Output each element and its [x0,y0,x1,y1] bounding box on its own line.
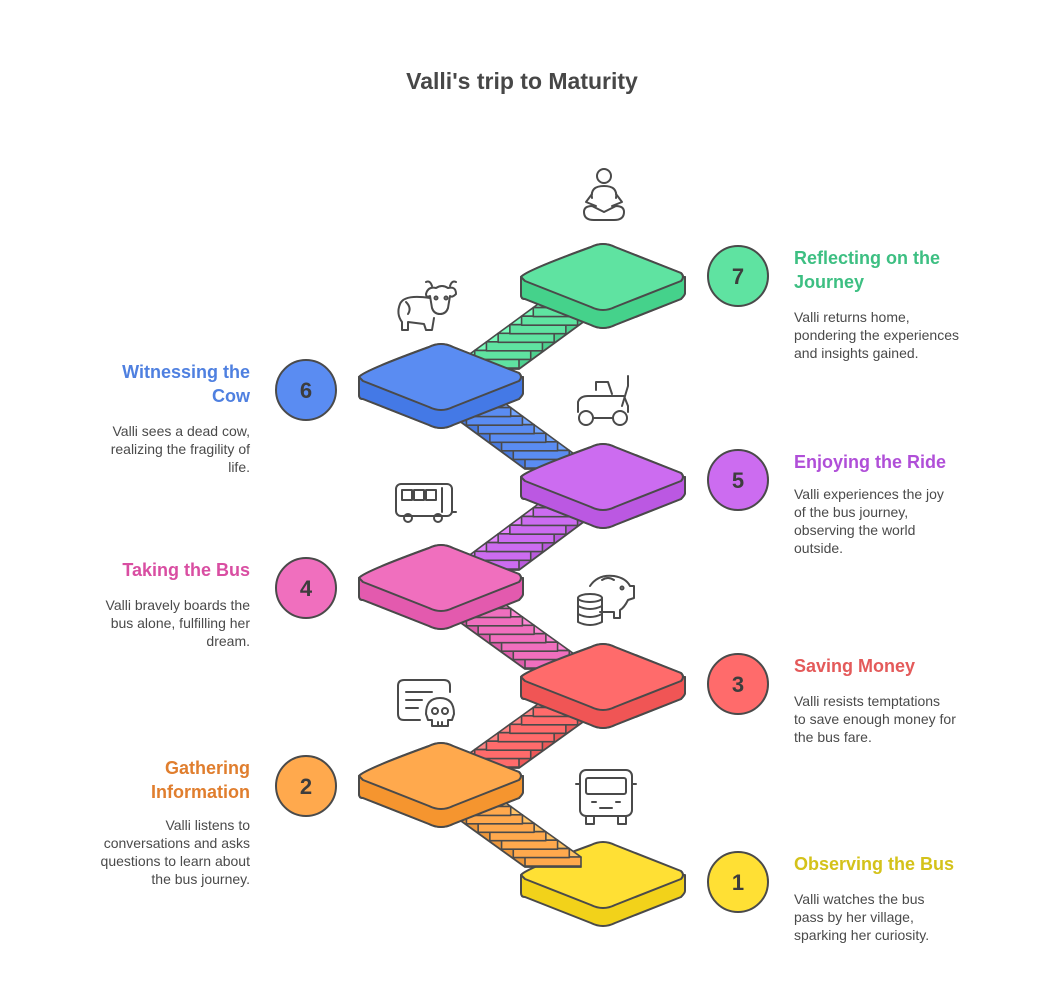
title-line: Journey [794,272,865,292]
step-circle [707,245,769,307]
step-circle [275,359,337,421]
step-6-description: Valli sees a dead cow, realizing the fra… [111,422,250,476]
desc-line: of the bus journey, [794,504,909,520]
notes-skull-icon [397,679,455,727]
desc-line: observing the world [794,522,916,538]
platform-step-6 [358,343,524,429]
step-number-text: 1 [732,870,744,895]
step-3-description: Valli resists temptations to save enough… [794,692,956,746]
desc-line: conversations and asks [103,835,250,851]
step-number-5: 5 [707,449,769,511]
step-4-title: Taking the Bus [122,560,250,580]
platform-step-4 [358,544,524,630]
step-1-title: Observing the Bus [794,854,955,874]
step-number-text: 2 [300,774,312,799]
desc-line: pondering the experiences [794,327,960,343]
title-line: Information [151,782,250,802]
platform-step-5 [520,443,686,529]
step-circle [707,851,769,913]
desc-line: Valli returns home, [794,309,910,325]
platform-step-3 [520,643,686,729]
platform-step-2 [358,742,524,828]
step-7-title: Reflecting on the Journey [794,246,940,294]
desc-line: and insights gained. [794,345,919,361]
step-4-description: Valli bravely boards the bus alone, fulf… [106,596,250,650]
step-2-title: Gathering Information [151,756,250,804]
step-5-title: Enjoying the Ride [794,452,947,472]
title-line: Cow [212,386,250,406]
step-number-2: 2 [275,755,337,817]
desc-line: the bus fare. [794,729,872,745]
meditation-icon [583,168,625,221]
desc-line: life. [228,459,250,475]
desc-line: pass by her village, [794,909,914,925]
desc-line: outside. [794,540,844,556]
desc-line: sparking her curiosity. [794,927,930,943]
desc-line: Valli experiences the joy [794,486,944,502]
step-number-text: 7 [732,264,744,289]
staircase-2-to-3 [462,698,602,769]
stairs-layer [358,243,686,927]
step-1-description: Valli watches the bus pass by her villag… [794,890,929,944]
icons-layer [395,168,637,825]
piggy-bank-coins-icon [577,574,635,626]
step-7-description: Valli returns home, pondering the experi… [794,308,959,362]
step-number-text: 4 [300,576,313,601]
step-circle [707,449,769,511]
title-line: Witnessing the [122,362,250,382]
step-6-title: Witnessing the Cow [122,360,250,408]
desc-line: bus alone, fulfilling her [110,615,250,631]
desc-line: Valli resists temptations [794,693,941,709]
step-5-description: Valli experiences the joy of the bus jou… [794,485,944,557]
desc-line: Valli bravely boards the [105,597,250,613]
desc-line: realizing the fragility of [110,441,250,457]
platform-step-7 [520,243,686,329]
staircase-1-to-2 [442,797,582,868]
step-number-3: 3 [707,653,769,715]
step-circle [707,653,769,715]
bus-front-icon [575,769,637,825]
vehicle-ride-icon [577,375,629,426]
desc-line: questions to learn about [100,853,250,869]
step-number-7: 7 [707,245,769,307]
step-number-text: 6 [300,378,312,403]
step-3-title: Saving Money [794,656,916,676]
title-line: Gathering [164,758,250,778]
bus-side-icon [395,483,457,523]
desc-line: to save enough money for [794,711,956,727]
step-number-6: 6 [275,359,337,421]
diagram-title: Valli's trip to Maturity [406,68,638,94]
cow-icon [397,280,457,331]
step-number-layer: 1 2 3 4 5 6 7 [275,245,769,913]
desc-line: Valli listens to [165,817,250,833]
desc-line: Valli sees a dead cow, [112,423,251,439]
step-number-text: 5 [732,468,744,493]
desc-line: the bus journey. [151,871,250,887]
step-circle [275,755,337,817]
step-number-4: 4 [275,557,337,619]
step-number-text: 3 [732,672,744,697]
step-number-1: 1 [707,851,769,913]
desc-line: dream. [206,633,250,649]
title-line: Reflecting on the [794,248,941,268]
step-circle [275,557,337,619]
step-2-description: Valli listens to conversations and asks … [101,816,250,888]
desc-line: Valli watches the bus [794,891,925,907]
